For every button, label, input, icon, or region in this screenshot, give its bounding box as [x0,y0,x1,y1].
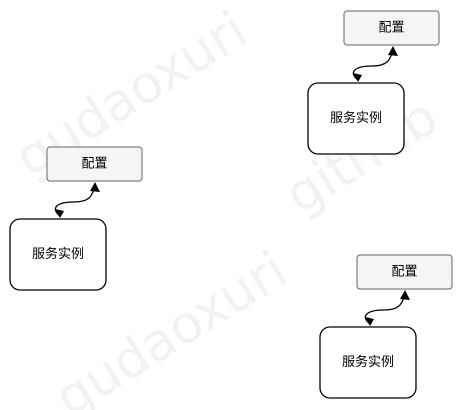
arrowhead-to-config [388,46,398,56]
config-node[interactable] [343,10,440,46]
config-service-group-1: 配置 服务实例 [307,10,440,155]
config-node-label: 配置 [378,21,404,36]
service-instance-node-label: 服务实例 [32,246,84,262]
arrowhead-to-service [365,317,374,326]
arrowhead-to-service [353,73,362,82]
arrowhead-to-config [90,182,100,192]
config-node[interactable] [46,146,143,182]
service-instance-node[interactable] [307,82,405,155]
config-node-label: 配置 [81,157,107,172]
service-instance-node-label: 服务实例 [342,354,394,370]
config-node[interactable] [356,254,453,290]
arrowhead-to-service [55,209,64,218]
service-instance-node[interactable] [9,218,107,291]
service-instance-node-label: 服务实例 [330,110,382,126]
service-instance-node[interactable] [319,326,417,399]
config-service-group-2: 配置 服务实例 [9,146,143,291]
config-node-label: 配置 [391,265,417,280]
arrowhead-to-config [400,290,410,300]
config-service-group-3: 配置 服务实例 [319,254,453,399]
